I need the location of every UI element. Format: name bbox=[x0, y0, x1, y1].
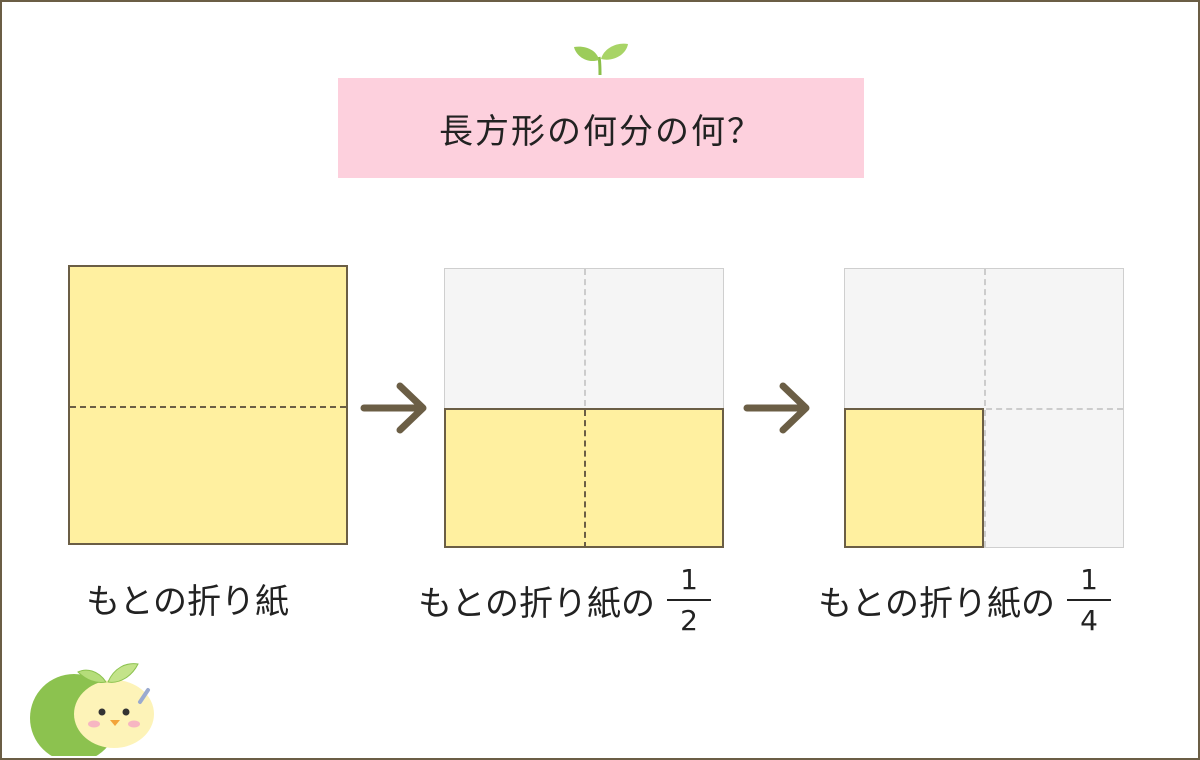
folded-quarter bbox=[844, 408, 984, 548]
sprout-icon bbox=[574, 43, 628, 76]
fraction-quarter: 1 4 bbox=[1066, 563, 1111, 637]
ghost-fold-horizontal bbox=[845, 408, 1123, 410]
fraction-numerator: 1 bbox=[1080, 563, 1098, 596]
arrow-right-icon bbox=[743, 382, 810, 434]
folded-half bbox=[444, 408, 724, 548]
original-paper bbox=[68, 265, 348, 545]
caption-text: もとの折り紙の bbox=[418, 584, 655, 624]
caption-text: もとの折り紙 bbox=[86, 582, 289, 622]
fold-line-vertical bbox=[584, 410, 586, 548]
arrow-right-icon bbox=[360, 382, 427, 434]
fraction-bar bbox=[1066, 599, 1111, 601]
diagram-title: 長方形の何分の何？ bbox=[439, 111, 763, 152]
caption-quarter: もとの折り紙の 1 4 bbox=[818, 566, 1111, 635]
fraction-numerator: 1 bbox=[680, 563, 698, 596]
fraction-bar bbox=[666, 599, 711, 601]
caption-half: もとの折り紙の 1 2 bbox=[418, 566, 711, 635]
title-banner: 長方形の何分の何？ bbox=[338, 78, 864, 178]
fraction-denominator: 4 bbox=[1080, 604, 1098, 637]
caption-original: もとの折り紙 bbox=[86, 574, 289, 623]
fraction-denominator: 2 bbox=[680, 604, 698, 637]
mascot-icon bbox=[30, 663, 154, 756]
caption-text: もとの折り紙の bbox=[818, 584, 1055, 624]
fraction-half: 1 2 bbox=[666, 563, 711, 637]
fold-line bbox=[70, 406, 346, 408]
